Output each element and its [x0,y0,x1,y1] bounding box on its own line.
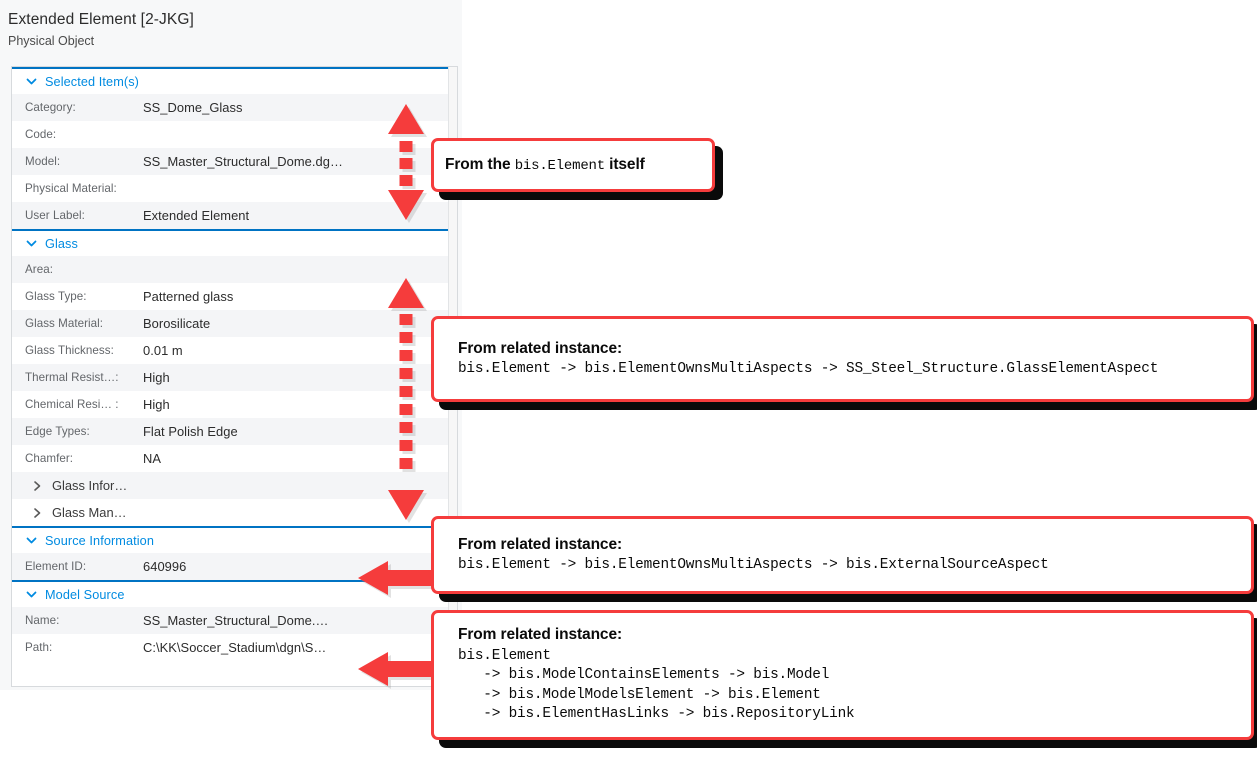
callout-line: bis.Element [458,647,551,664]
property-label: User Label: [25,209,85,222]
property-label: Glass Thickness: [25,344,114,357]
callout-line: -> bis.ModelContainsElements -> bis.Mode… [458,667,830,684]
callout-line: From related instance: [458,626,623,644]
callout-external-source-aspect: From related instance: bis.Element -> bi… [431,516,1254,594]
property-label: Area: [25,263,53,276]
table-row[interactable]: Code: [12,121,457,148]
property-value: SS_Master_Structural_Dome.… [143,613,329,628]
panel-header: Extended Element [2-JKG] Physical Object [0,0,462,51]
property-label: Physical Material: [25,182,117,195]
callout-repository-link: From related instance: bis.Element -> bi… [431,610,1254,740]
table-row[interactable]: Edge Types: Flat Polish Edge [12,418,457,445]
subgroup-label: Glass Man… [52,505,127,520]
table-row[interactable]: Model: SS_Master_Structural_Dome.dg… [12,148,457,175]
table-row[interactable]: Glass Thickness: 0.01 m [12,337,457,364]
callout-from-bis-element: From the bis.Element itself [431,138,715,192]
property-value: 0.01 m [143,343,183,358]
property-value: Flat Polish Edge [143,424,238,439]
property-value: 640996 [143,559,187,574]
chevron-down-icon [25,75,38,88]
callout-line: From related instance: [458,535,623,553]
callout-line: -> bis.ElementHasLinks -> bis.Repository… [458,706,855,723]
callout-text-segment: From the [445,155,515,173]
property-value: Patterned glass [143,289,234,304]
table-row[interactable]: Name: SS_Master_Structural_Dome.… [12,607,457,634]
chevron-down-icon [25,534,38,547]
subgroup-glass-information[interactable]: Glass Infor… [12,472,457,499]
page-subtitle: Physical Object [8,34,95,48]
property-label: Glass Material: [25,317,104,330]
subgroup-glass-manufacturer[interactable]: Glass Man… [12,499,457,526]
callout-code-segment: bis.Element [514,157,605,174]
table-row[interactable]: Element ID: 640996 [12,553,457,580]
chevron-down-icon [25,588,38,601]
subgroup-label: Glass Infor… [52,478,128,493]
property-value: C:\KK\Soccer_Stadium\dgn\S… [143,640,327,655]
section-selected-items: Selected Item(s) Category: SS_Dome_Glass… [12,67,457,229]
property-label: Path: [25,641,53,654]
property-label: Edge Types: [25,425,90,438]
table-row[interactable]: Thermal Resist…: High [12,364,457,391]
property-value: SS_Dome_Glass [143,100,243,115]
section-title: Model Source [45,587,125,602]
properties-list: Selected Item(s) Category: SS_Dome_Glass… [11,66,458,687]
section-header-source-information[interactable]: Source Information [12,526,457,553]
property-value: SS_Master_Structural_Dome.dg… [143,154,343,169]
callout-line: bis.Element -> bis.ElementOwnsMultiAspec… [458,557,1049,573]
property-label: Glass Type: [25,290,87,303]
section-source-information: Source Information Element ID: 640996 [12,526,457,580]
property-value: High [143,370,170,385]
table-row[interactable]: Path: C:\KK\Soccer_Stadium\dgn\S… [12,634,457,661]
section-title: Glass [45,236,78,251]
property-value: NA [143,451,162,466]
callout-text-segment: itself [604,155,645,173]
section-title: Source Information [45,533,154,548]
section-glass: Glass Area: Glass Type: Patterned glass … [12,229,457,526]
table-row[interactable]: Physical Material: [12,175,457,202]
table-row[interactable]: User Label: Extended Element [12,202,457,229]
section-header-model-source[interactable]: Model Source [12,580,457,607]
callout-line: From related instance: [458,339,623,357]
table-row[interactable]: Glass Type: Patterned glass [12,283,457,310]
property-label: Model: [25,155,61,168]
property-label: Chamfer: [25,452,74,465]
section-title: Selected Item(s) [45,74,139,89]
callout-line: From the bis.Element itself [434,155,712,176]
property-value: High [143,397,170,412]
page-title: Extended Element [2-JKG] [8,11,194,28]
property-value: Borosilicate [143,316,211,331]
chevron-down-icon [25,237,38,250]
callout-line: -> bis.ModelModelsElement -> bis.Element [458,686,821,703]
section-header-glass[interactable]: Glass [12,229,457,256]
chevron-right-icon [32,480,43,492]
callout-line: bis.Element -> bis.ElementOwnsMultiAspec… [458,361,1159,377]
property-label: Element ID: [25,560,87,573]
property-panel: Extended Element [2-JKG] Physical Object… [0,0,462,690]
property-label: Name: [25,614,60,627]
property-value: Extended Element [143,208,250,223]
section-model-source: Model Source Name: SS_Master_Structural_… [12,580,457,661]
callout-glass-element-aspect: From related instance: bis.Element -> bi… [431,316,1254,402]
table-row[interactable]: Area: [12,256,457,283]
table-row[interactable]: Chemical Resi… : High [12,391,457,418]
chevron-right-icon [32,507,43,519]
property-label: Chemical Resi… : [25,398,119,411]
table-row[interactable]: Glass Material: Borosilicate [12,310,457,337]
section-header-selected-items[interactable]: Selected Item(s) [12,67,457,94]
property-label: Thermal Resist…: [25,371,119,384]
table-row[interactable]: Category: SS_Dome_Glass [12,94,457,121]
table-row[interactable]: Chamfer: NA [12,445,457,472]
property-label: Code: [25,128,57,141]
property-label: Category: [25,101,76,114]
